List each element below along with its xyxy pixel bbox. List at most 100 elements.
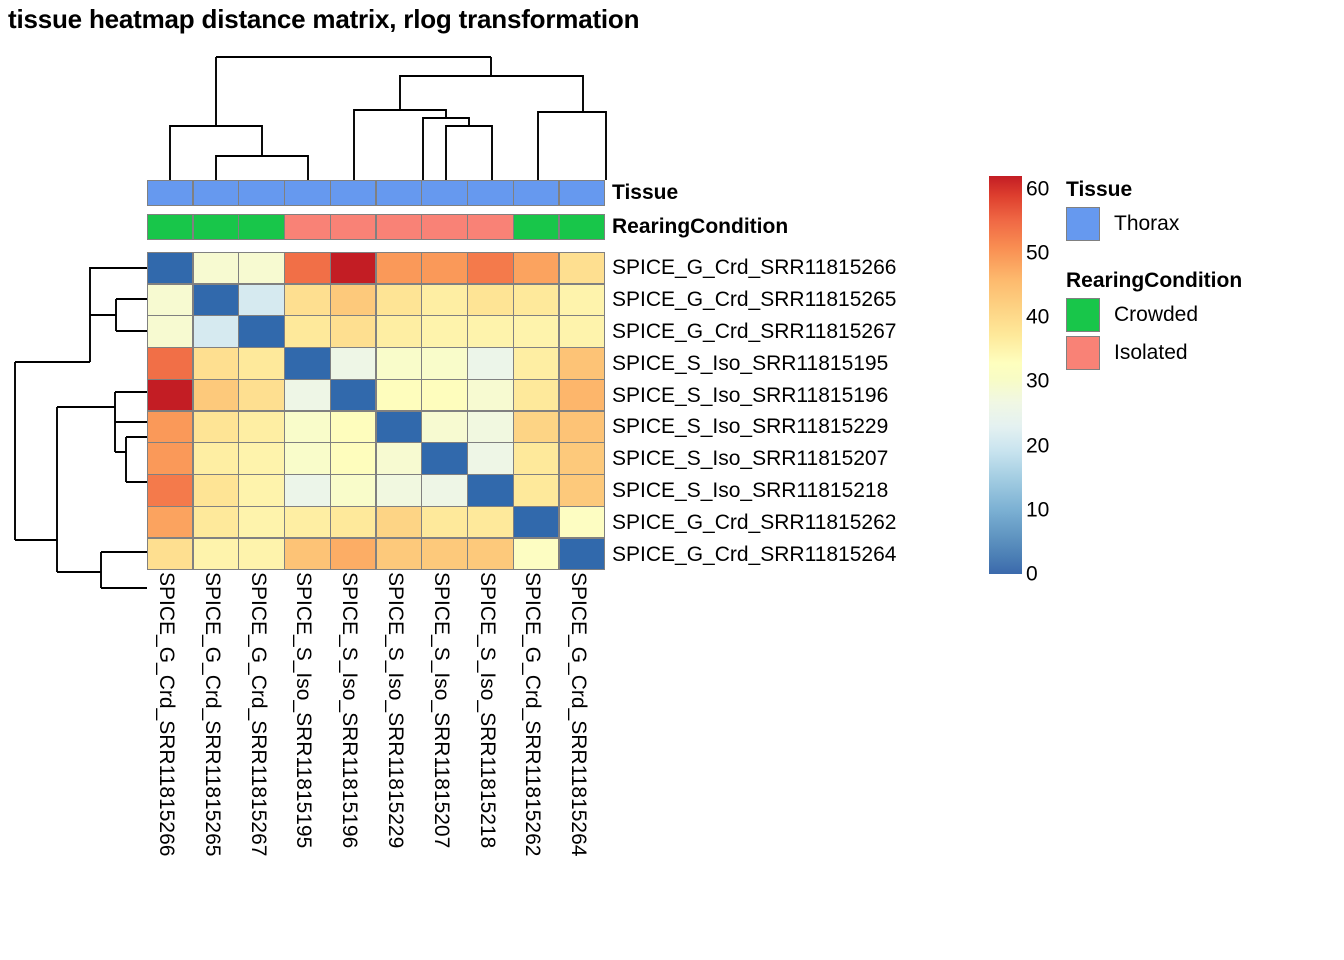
annotation-cell-isolated bbox=[422, 215, 467, 239]
heatmap-cell bbox=[193, 443, 239, 474]
legend-item[interactable]: Crowded bbox=[1066, 298, 1198, 332]
annotation-cell-isolated bbox=[468, 215, 513, 239]
legend-swatch bbox=[1066, 298, 1100, 332]
heatmap-cell bbox=[422, 475, 467, 506]
row-label: SPICE_G_Crd_SRR11815265 bbox=[612, 288, 897, 312]
heatmap-cell bbox=[148, 538, 193, 569]
heatmap-cell bbox=[468, 316, 513, 347]
row-label: SPICE_G_Crd_SRR11815266 bbox=[612, 256, 897, 280]
annotation-cell-crowded bbox=[513, 215, 559, 239]
heatmap-cell bbox=[468, 379, 513, 411]
annotation-cell-thorax bbox=[559, 181, 604, 205]
annotation-cell-thorax bbox=[193, 181, 239, 205]
heatmap-grid-wrapper bbox=[147, 252, 605, 570]
heatmap-cell bbox=[330, 253, 376, 284]
heatmap-cell bbox=[239, 411, 284, 443]
heatmap-cell bbox=[285, 284, 330, 316]
annotation-cell-crowded bbox=[239, 215, 284, 239]
legend-item[interactable]: Thorax bbox=[1066, 207, 1179, 241]
heatmap-cell bbox=[193, 348, 239, 379]
heatmap-cell bbox=[513, 411, 559, 443]
annotation-bar-rearingcondition bbox=[147, 214, 605, 240]
heatmap-cell bbox=[285, 316, 330, 347]
heatmap-cell bbox=[376, 443, 422, 474]
heatmap-cell bbox=[422, 443, 467, 474]
legend-item[interactable]: Isolated bbox=[1066, 336, 1188, 370]
heatmap-cell bbox=[330, 411, 376, 443]
row-label: SPICE_G_Crd_SRR11815262 bbox=[612, 510, 897, 534]
colorbar-tick: 30 bbox=[1026, 369, 1050, 393]
heatmap-cell bbox=[513, 443, 559, 474]
column-label: SPICE_G_Crd_SRR11815266 bbox=[155, 572, 178, 857]
heatmap-cell bbox=[559, 506, 604, 538]
heatmap-cell bbox=[193, 379, 239, 411]
heatmap-cell bbox=[468, 475, 513, 506]
heatmap-cell bbox=[239, 284, 284, 316]
heatmap-cell bbox=[468, 284, 513, 316]
legend-swatch bbox=[1066, 336, 1100, 370]
heatmap-cell bbox=[513, 506, 559, 538]
heatmap-cell bbox=[285, 253, 330, 284]
heatmap-cell bbox=[330, 538, 376, 569]
annotation-cell-thorax bbox=[513, 181, 559, 205]
heatmap-cell bbox=[148, 379, 193, 411]
heatmap-cell bbox=[285, 506, 330, 538]
heatmap-cell bbox=[559, 411, 604, 443]
heatmap-cell bbox=[376, 316, 422, 347]
annotation-label-tissue: Tissue bbox=[612, 181, 679, 204]
heatmap-cell bbox=[285, 411, 330, 443]
annotation-cell-isolated bbox=[285, 215, 330, 239]
annotation-cell-thorax bbox=[330, 181, 376, 205]
annotation-cell-thorax bbox=[239, 181, 284, 205]
heatmap-cell bbox=[513, 538, 559, 569]
row-dendrogram bbox=[14, 267, 147, 589]
heatmap-cell bbox=[559, 475, 604, 506]
heatmap-cell bbox=[376, 253, 422, 284]
annotation-cell-isolated bbox=[330, 215, 376, 239]
column-label: SPICE_G_Crd_SRR11815265 bbox=[200, 572, 224, 857]
row-label: SPICE_G_Crd_SRR11815267 bbox=[612, 319, 897, 343]
heatmap-cell bbox=[376, 348, 422, 379]
heatmap-cell bbox=[468, 538, 513, 569]
column-label: SPICE_G_Crd_SRR11815267 bbox=[246, 572, 270, 857]
column-label: SPICE_S_Iso_SRR11815195 bbox=[292, 572, 316, 849]
heatmap-cell bbox=[148, 506, 193, 538]
heatmap-cell bbox=[422, 253, 467, 284]
heatmap-cell bbox=[239, 253, 284, 284]
annotation-label-rearingcondition: RearingCondition bbox=[612, 215, 789, 238]
heatmap-cell bbox=[330, 348, 376, 379]
heatmap-cell bbox=[468, 253, 513, 284]
heatmap-cell bbox=[239, 379, 284, 411]
heatmap-cell bbox=[239, 348, 284, 379]
heatmap-cell bbox=[239, 443, 284, 474]
heatmap-cell bbox=[285, 538, 330, 569]
colorbar-tick: 60 bbox=[1026, 177, 1050, 201]
colorbar-tick: 10 bbox=[1026, 498, 1050, 522]
heatmap-cell bbox=[468, 506, 513, 538]
row-label: SPICE_S_Iso_SRR11815229 bbox=[612, 415, 889, 439]
heatmap-cell bbox=[376, 284, 422, 316]
heatmap-cell bbox=[193, 284, 239, 316]
heatmap-cell bbox=[148, 284, 193, 316]
heatmap-cell bbox=[148, 443, 193, 474]
heatmap-cell bbox=[513, 316, 559, 347]
heatmap-cell bbox=[193, 475, 239, 506]
heatmap-cell bbox=[422, 348, 467, 379]
column-label: SPICE_S_Iso_SRR11815229 bbox=[384, 572, 407, 849]
heatmap-cell bbox=[285, 443, 330, 474]
heatmap-cell bbox=[330, 506, 376, 538]
annotation-cell-thorax bbox=[148, 181, 193, 205]
annotation-cell-crowded bbox=[559, 215, 604, 239]
heatmap-cell bbox=[148, 316, 193, 347]
heatmap-cell bbox=[422, 379, 467, 411]
colorbar-gradient bbox=[989, 176, 1022, 574]
heatmap-cell bbox=[513, 475, 559, 506]
heatmap-cell bbox=[330, 475, 376, 506]
heatmap-cell bbox=[330, 443, 376, 474]
heatmap-cell bbox=[422, 284, 467, 316]
heatmap-cell bbox=[239, 316, 284, 347]
heatmap-cell bbox=[330, 316, 376, 347]
heatmap-cell bbox=[148, 253, 193, 284]
heatmap-cell bbox=[330, 379, 376, 411]
